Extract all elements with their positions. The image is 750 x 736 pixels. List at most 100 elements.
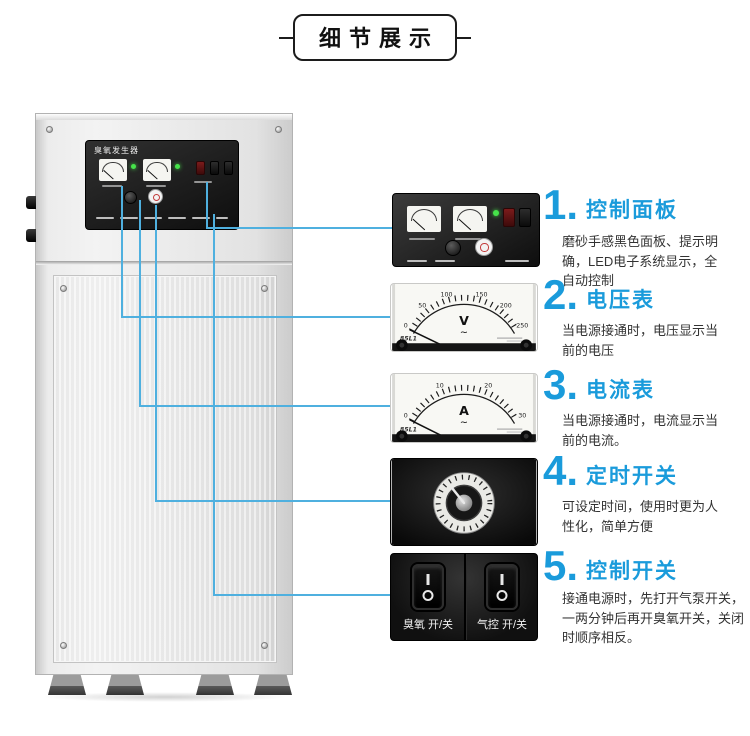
- switch-on-icon: [426, 574, 430, 585]
- air-rocker-switch: [486, 564, 518, 610]
- callout-title: 电流表: [586, 379, 656, 402]
- meter-model: 85L1: [400, 426, 417, 433]
- panel-groove: [464, 554, 466, 640]
- callout-5: 5. 控制开关: [543, 545, 678, 587]
- ozone-switch-label: 臭氧 开/关: [402, 619, 454, 631]
- brand-logo-icon: [148, 189, 163, 204]
- meter-unit: A: [459, 403, 469, 418]
- callout-description: 当电源接通时，电压显示当前的电压: [562, 323, 719, 358]
- callout-description: 磨砂手感黑色面板、提示明确，LED电子系统显示，全自动控制: [562, 234, 719, 288]
- thumb-ammeter: [453, 206, 487, 232]
- callout-number: 5.: [543, 542, 579, 589]
- callout-line-3: [139, 200, 141, 407]
- header-rule-right-icon: [457, 36, 471, 39]
- ac-symbol: ~: [460, 327, 468, 338]
- callout-number: 3.: [543, 361, 579, 408]
- voltmeter-thumbnail: 0 50 100 150 200 250 V ~ 85L1: [390, 283, 538, 352]
- callout-line-2: [121, 316, 391, 318]
- panel-caption-text: [407, 260, 427, 262]
- machine-foot: [196, 675, 234, 695]
- callout-number: 1.: [543, 181, 579, 228]
- panel-caption-text: [194, 181, 212, 183]
- callout-title: 控制面板: [586, 199, 679, 222]
- callout-line-4: [155, 205, 157, 502]
- meter-needle: [409, 328, 456, 351]
- screw-icon: [60, 285, 67, 292]
- section-header: 细节展示: [0, 14, 750, 61]
- scale-label: 150: [475, 292, 487, 299]
- machine-panel-label: 臭氧发生器: [94, 146, 139, 155]
- timer-switch-thumbnail: [390, 458, 538, 546]
- callout-title: 电压表: [586, 289, 656, 312]
- section-title-box: 细节展示: [292, 14, 457, 61]
- callout-line-1: [206, 227, 393, 229]
- cabinet-door: [53, 275, 277, 663]
- scale-label: 0: [404, 323, 408, 330]
- meter-needle: [409, 418, 457, 442]
- callout-line-5: [213, 594, 391, 596]
- ammeter-thumbnail: 0 10 20 30 A ~ 85L1: [390, 373, 538, 443]
- panel-switch-black: [519, 208, 531, 227]
- cabinet-divider: [36, 261, 292, 265]
- callout-2: 2. 电压表: [543, 274, 655, 316]
- header-rule-left-icon: [278, 36, 293, 39]
- power-led: [493, 210, 499, 216]
- work-led: [175, 164, 180, 169]
- thumb-voltmeter: [407, 206, 441, 232]
- screw-icon: [275, 126, 282, 133]
- panel-caption-text: [146, 185, 166, 187]
- cabinet-top-edge: [36, 114, 292, 120]
- timer-knob: [391, 459, 537, 545]
- callout-title: 定时开关: [586, 465, 679, 488]
- screw-icon: [261, 642, 268, 649]
- meter-model: 85L1: [400, 335, 417, 342]
- scale-label: 20: [484, 383, 492, 390]
- panel-caption-text: [216, 217, 228, 219]
- switch-off-icon: [496, 590, 508, 601]
- timer-knob-small: [445, 240, 461, 256]
- meter-unit: V: [459, 313, 469, 328]
- machine-ammeter: [143, 159, 171, 181]
- ozone-rocker-switch: [412, 564, 444, 610]
- switch-off-icon: [422, 590, 434, 601]
- power-led: [131, 164, 136, 169]
- brand-logo-icon: [475, 238, 493, 256]
- panel-caption-text: [96, 217, 114, 219]
- panel-caption-text: [144, 217, 162, 219]
- side-valve-knob: [26, 229, 36, 242]
- switch-on-icon: [500, 574, 504, 585]
- machine-foot: [106, 675, 144, 695]
- scale-label: 50: [418, 302, 426, 309]
- floor-shadow: [42, 692, 288, 702]
- callout-1: 1. 控制面板: [543, 184, 678, 226]
- panel-caption-text: [120, 217, 138, 219]
- scale-label: 30: [518, 413, 526, 420]
- callout-description: 接通电源时，先打开气泵开关，一两分钟后再开臭氧开关，关闭时顺序相反。: [562, 591, 745, 645]
- callout-number: 2.: [543, 271, 579, 318]
- callout-4: 4. 定时开关: [543, 450, 678, 492]
- screw-icon: [261, 285, 268, 292]
- callout-number: 4.: [543, 447, 579, 494]
- switch-panel-thumbnail: 臭氧 开/关 气控 开/关: [390, 553, 538, 641]
- machine-control-panel: 臭氧发生器: [85, 140, 239, 230]
- section-title: 细节展示: [318, 26, 439, 51]
- panel-caption-text: [505, 260, 529, 262]
- panel-caption-text: [455, 238, 481, 240]
- machine-foot: [48, 675, 86, 695]
- callout-title: 控制开关: [586, 560, 679, 583]
- callout-line-1: [206, 182, 208, 229]
- screw-icon: [46, 126, 53, 133]
- panel-switch-red: [196, 161, 205, 175]
- callout-line-3: [139, 405, 391, 407]
- panel-caption-text: [192, 217, 210, 219]
- scale-label: 200: [500, 302, 512, 309]
- callout-description: 当电源接通时，电流显示当前的电流。: [562, 413, 719, 448]
- callout-line-2: [121, 186, 123, 318]
- machine-voltmeter: [99, 159, 127, 181]
- panel-switch-black: [224, 161, 233, 175]
- knob-pointer: [451, 487, 466, 505]
- panel-caption-text: [168, 217, 186, 219]
- callout-3: 3. 电流表: [543, 364, 655, 406]
- callout-line-4: [155, 500, 391, 502]
- side-valve-knob: [26, 196, 36, 209]
